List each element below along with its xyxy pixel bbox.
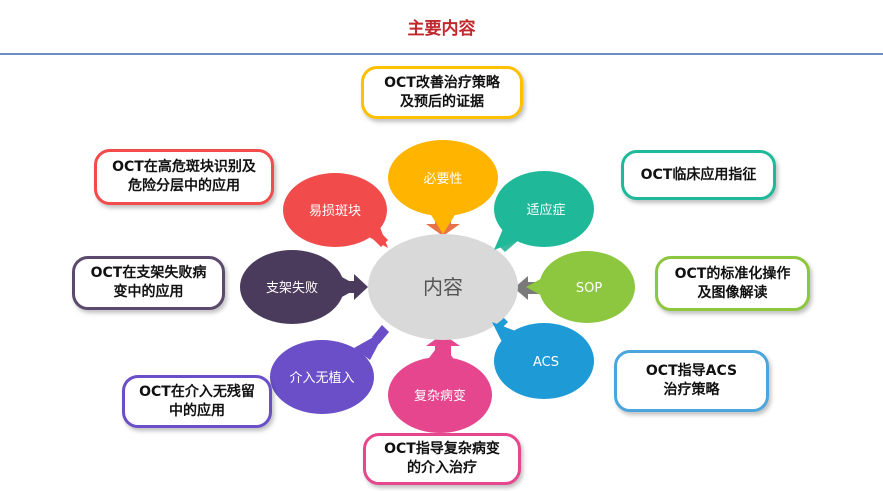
page-title: 主要内容 (407, 19, 476, 39)
box-standard-line-2: 及图像解读 (697, 284, 768, 301)
box-acs-guide: OCT指导ACS 治疗策略 (614, 350, 769, 412)
node-plaque: 易损斑块 (283, 173, 388, 248)
box-standard-line-1: OCT的标准化操作 (674, 265, 791, 282)
node-sop: SOP (526, 251, 635, 323)
node-necessity-label: 必要性 (423, 172, 462, 187)
box-evidence-line-2: 及预后的证据 (399, 93, 484, 110)
box-no-implant-line-1: OCT在介入无残留 (139, 383, 255, 400)
box-complex-guide: OCT指导复杂病变的介入治疗 (363, 433, 521, 485)
box-acs-guide-line-1: OCT指导ACS (645, 363, 738, 379)
node-intervention-label: 介入无植入 (289, 371, 354, 386)
box-clinical: OCT临床应用指征 (621, 150, 776, 200)
node-indication: 适应症 (494, 171, 594, 250)
box-evidence-line-1: OCT改善治疗策略 (384, 74, 500, 91)
box-vulnerable-line-2: 危险分层中的应用 (127, 178, 240, 194)
node-sop-label: SOP (576, 281, 602, 296)
node-necessity: 必要性 (388, 140, 498, 234)
title-divider (0, 53, 883, 55)
box-no-implant-line-2: 中的应用 (168, 402, 225, 419)
box-vulnerable: OCT在高危斑块识别及危险分层中的应用 (94, 149, 274, 205)
box-acs-guide-line-2: 治疗策略 (663, 382, 720, 398)
box-vulnerable-line-1: OCT在高危斑块识别及 (112, 159, 256, 175)
node-indication-label: 适应症 (526, 202, 565, 218)
node-stent-label: 支架失败 (266, 281, 318, 296)
box-complex-guide-line-1: OCT指导复杂病变 (384, 441, 500, 457)
box-evidence: OCT改善治疗策略及预后的证据 (361, 66, 523, 119)
node-complex: 复杂病变 (388, 342, 492, 433)
node-stent: 支架失败 (240, 250, 360, 324)
box-standard: OCT的标准化操作及图像解读 (655, 256, 810, 311)
node-plaque-label: 易损斑块 (309, 204, 361, 219)
center-label: 内容 (423, 275, 463, 299)
node-acs: ACS (492, 322, 594, 399)
center-ellipse (368, 234, 518, 340)
node-acs-label: ACS (533, 355, 559, 370)
box-clinical-line-1: OCT临床应用指征 (640, 166, 757, 183)
node-intervention: 介入无植入 (270, 330, 386, 414)
box-no-implant: OCT在介入无残留中的应用 (122, 375, 272, 428)
box-complex-guide-line-2: 的介入治疗 (406, 460, 477, 476)
box-stent-failure: OCT在支架失败病变中的应用 (72, 256, 225, 310)
node-complex-label: 复杂病变 (414, 388, 466, 404)
box-stent-failure-line-1: OCT在支架失败病 (90, 265, 207, 281)
arrow-sop (514, 276, 540, 300)
box-stent-failure-line-2: 变中的应用 (113, 284, 184, 300)
